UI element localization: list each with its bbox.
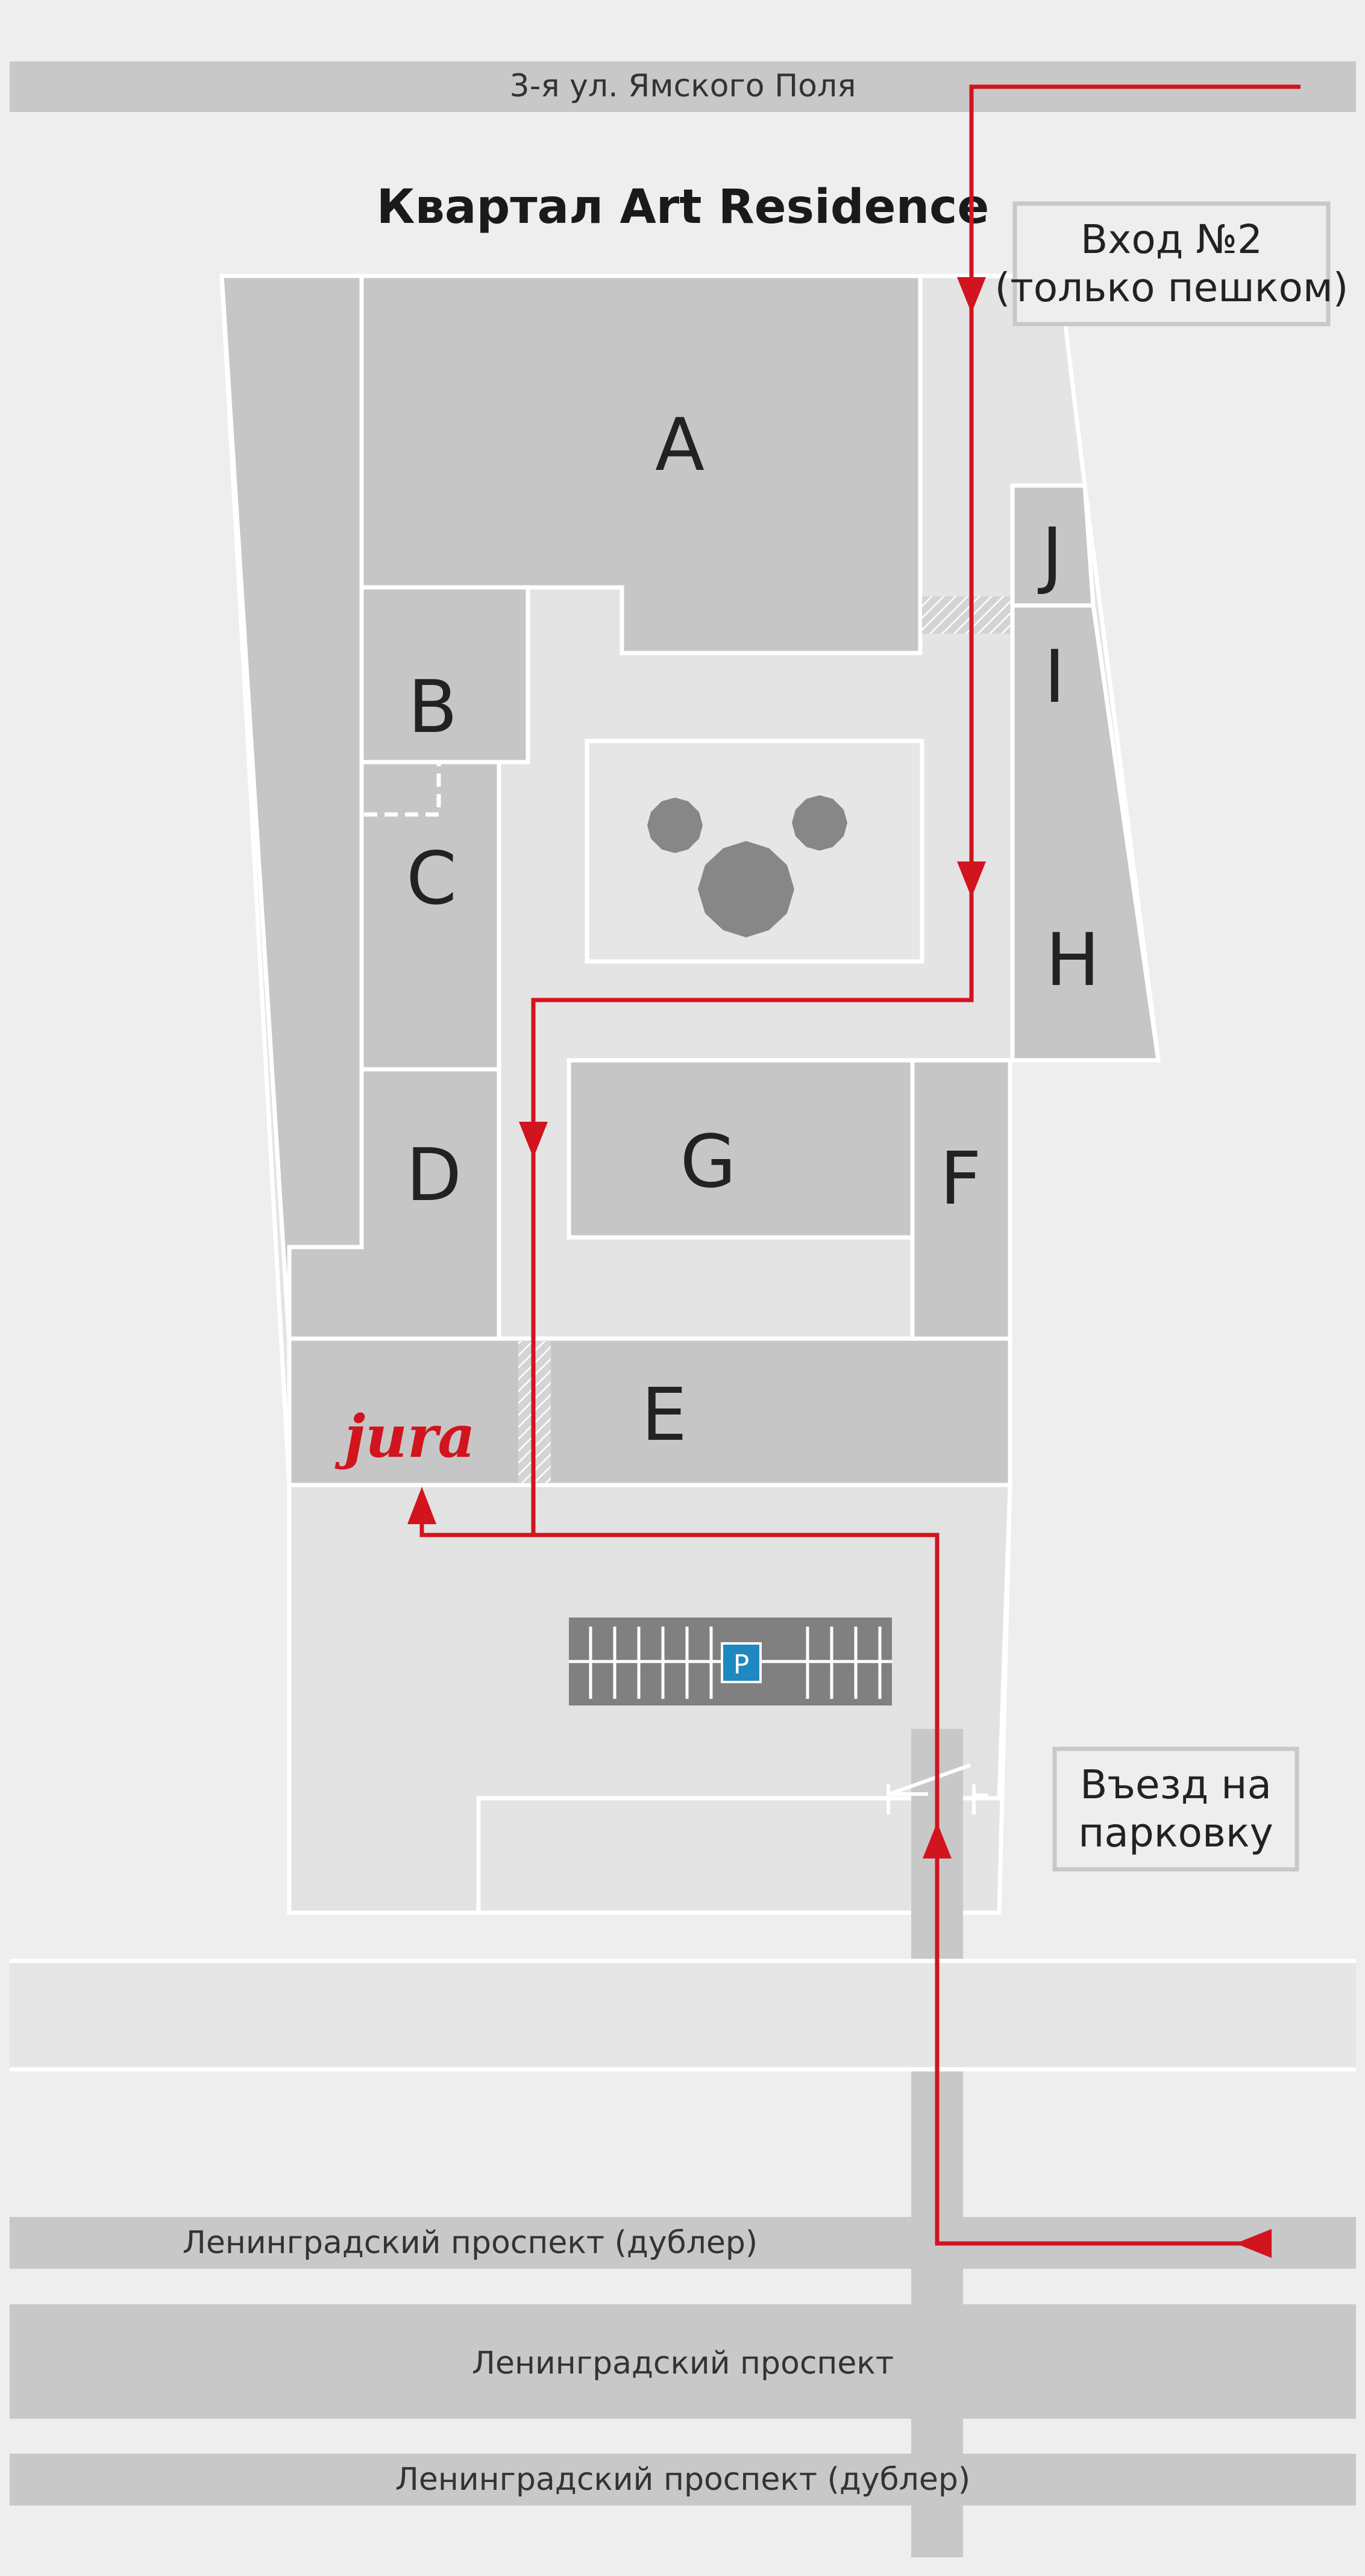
building-b-label: B	[408, 666, 457, 749]
entrance-parking-line1: Въезд на	[1080, 1762, 1272, 1808]
parking-badge	[721, 1642, 762, 1683]
umbrella-small-left-icon	[647, 798, 703, 853]
building-g-label: G	[680, 1121, 736, 1204]
building-e	[287, 1336, 1012, 1487]
building-a-label: A	[655, 404, 704, 487]
service-road-lower	[10, 2454, 1356, 2506]
pedestrian-route-arrows	[407, 277, 986, 1524]
service-road-lower-label: Ленинградский проспект (дублер)	[395, 2462, 970, 2498]
entrance-pedestrian-line1: Вход №2	[1081, 216, 1263, 263]
main-avenue	[10, 2304, 1356, 2419]
map-title: Квартал Art Residence	[377, 180, 990, 234]
main-avenue-label: Ленинградский проспект	[472, 2345, 894, 2381]
building-ih	[1010, 603, 1161, 1063]
parking-badge-label: P	[733, 1649, 750, 1680]
vehicle-route-arrows	[923, 1822, 1272, 2258]
umbrella-large-icon	[698, 841, 794, 937]
building-h-label: H	[1046, 919, 1100, 1002]
building-c-label: C	[406, 837, 457, 921]
building-g	[566, 1058, 915, 1240]
entrance-pedestrian-box	[1012, 201, 1331, 327]
building-j-label: J	[1037, 513, 1062, 597]
entrance-parking-box	[1052, 1746, 1299, 1872]
pedestrian-route	[419, 84, 1301, 1537]
entrance-parking-line2: парковку	[1078, 1810, 1273, 1856]
building-f	[910, 1058, 1012, 1341]
building-d-label: D	[406, 1134, 462, 1218]
entrance-pedestrian-line2: (только пешком)	[995, 264, 1349, 311]
sidewalk-band-upper	[10, 1961, 1356, 2069]
building-f-label: F	[940, 1137, 981, 1221]
building-e-label: E	[641, 1374, 687, 1457]
building-i-label: I	[1044, 636, 1065, 719]
service-road-upper-label: Ленинградский проспект (дублер)	[183, 2225, 758, 2261]
jura-logo: jura	[334, 1402, 475, 1471]
parking-gate-icon	[886, 1763, 988, 1815]
umbrella-small-right-icon	[792, 795, 847, 851]
vehicle-route	[533, 1533, 1272, 2246]
top-street-label: 3-я ул. Ямского Поля	[510, 68, 856, 104]
passage-hatch-aj	[922, 596, 1012, 634]
